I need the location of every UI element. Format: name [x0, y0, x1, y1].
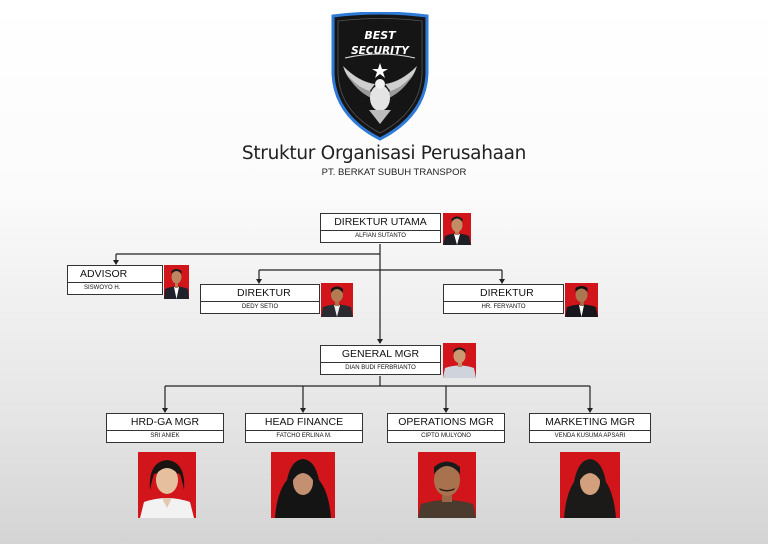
role-label: HRD-GA MGR [106, 413, 224, 431]
best-security-logo: BEST SECURITY [331, 12, 429, 141]
svg-text:BEST: BEST [364, 29, 397, 42]
role-label: MARKETING MGR [529, 413, 651, 431]
photo-direktur-dedy [321, 283, 353, 317]
person-name: DIAN BUDI FERBRIANTO [320, 363, 441, 375]
role-label: DIREKTUR [443, 284, 564, 302]
photo-head-finance [271, 452, 335, 518]
role-label: DIREKTUR [200, 284, 320, 302]
person-name: DEDY SETIO [200, 302, 320, 314]
role-label: GENERAL MGR [320, 345, 441, 363]
photo-operations-mgr [418, 452, 476, 518]
photo-general-mgr [443, 343, 476, 378]
person-name: SISWOYO H. [67, 283, 163, 295]
photo-direktur-feryanto [565, 283, 598, 317]
person-name: HR. FERYANTO [443, 302, 564, 314]
role-label: ADVISOR [67, 265, 163, 283]
company-name: PT. BERKAT SUBUH TRANSPOR [321, 167, 467, 178]
page-title: Struktur Organisasi Perusahaan [241, 143, 527, 164]
person-name: CIPTO MULYONO [387, 431, 505, 443]
role-label: HEAD FINANCE [245, 413, 363, 431]
photo-advisor [164, 265, 189, 299]
person-name: ALFIAN SUTANTO [320, 231, 441, 243]
role-label: OPERATIONS MGR [387, 413, 505, 431]
person-name: SRI ANIEK [106, 431, 224, 443]
person-name: VENDA KUSUMA APSARI [529, 431, 651, 443]
role-label: DIREKTUR UTAMA [320, 213, 441, 231]
person-name: FATCHO ERLINA M. [245, 431, 363, 443]
photo-hrd-ga-mgr [138, 452, 196, 518]
photo-direktur-utama [443, 213, 471, 245]
svg-text:SECURITY: SECURITY [351, 45, 410, 57]
photo-marketing-mgr [560, 452, 620, 518]
